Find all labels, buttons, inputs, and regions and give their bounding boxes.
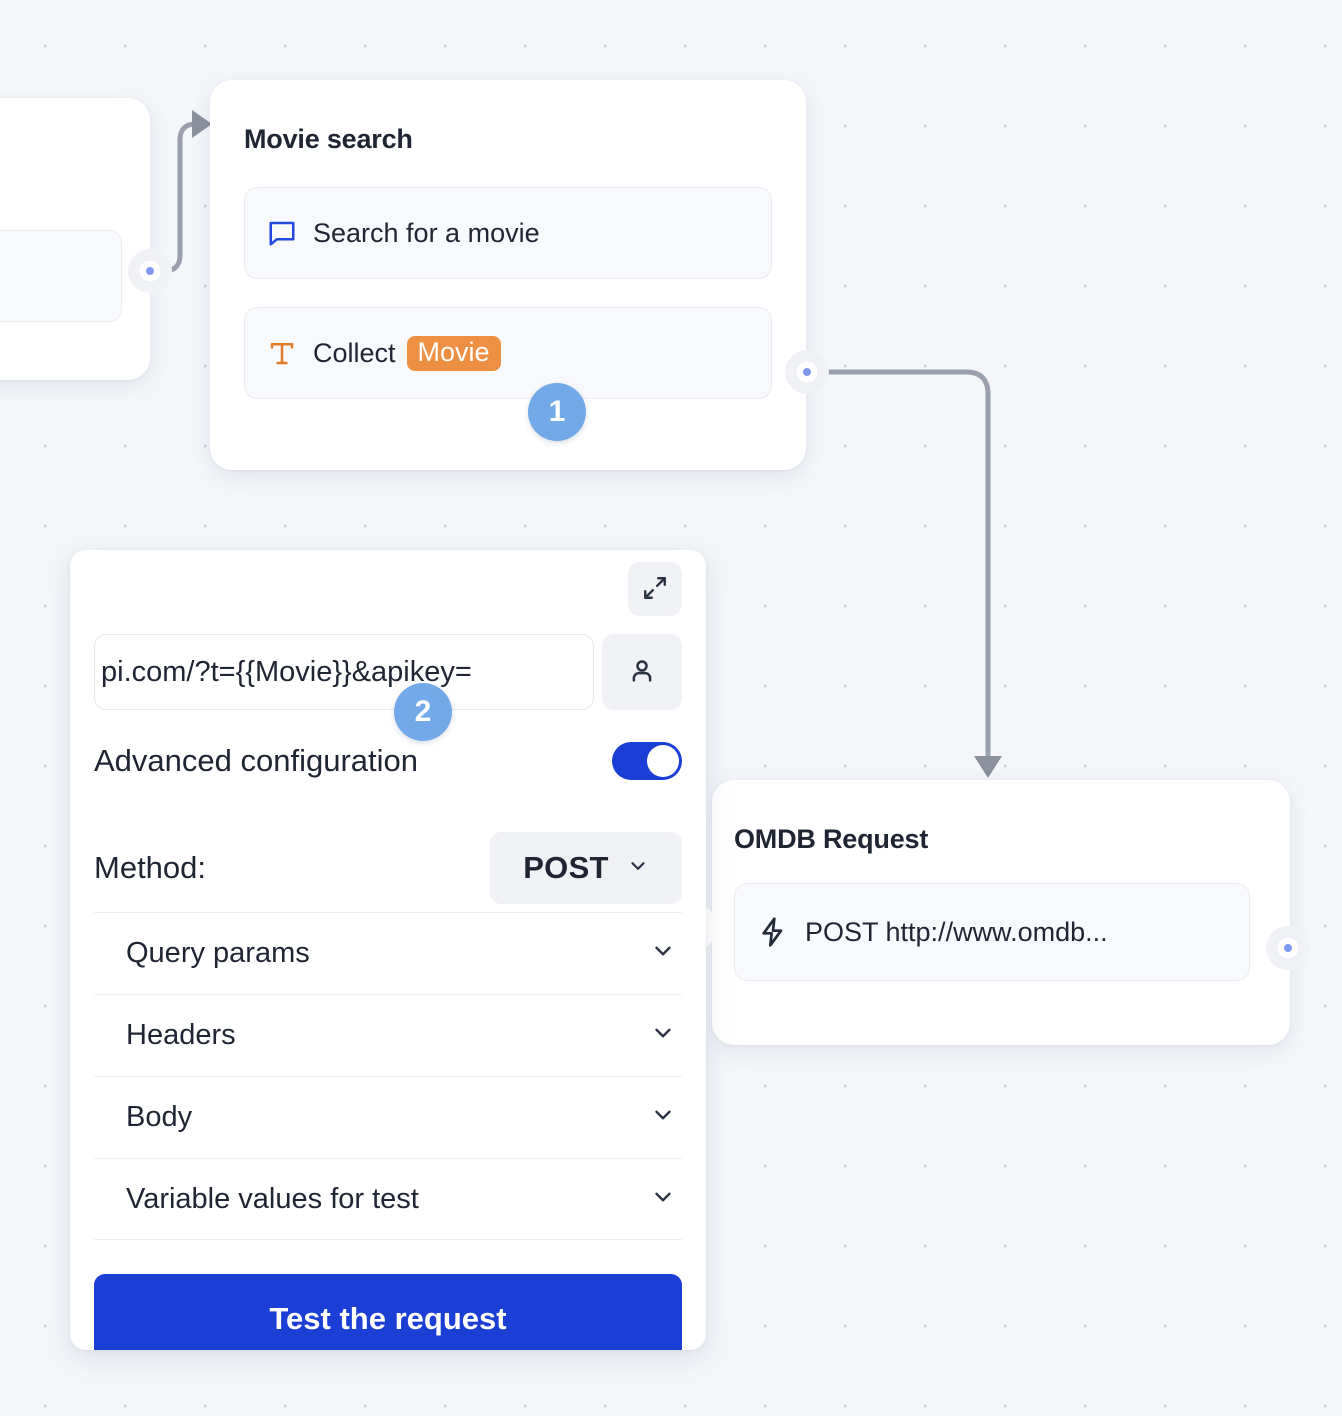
test-the-request-button[interactable]: Test the request [94,1274,682,1350]
request-url-input[interactable]: pi.com/?t={{Movie}}&apikey= [94,634,594,710]
movie-search-row-collect-label: Collect Movie [313,335,501,371]
upstream-node-row[interactable] [0,230,122,322]
advanced-configuration-label: Advanced configuration [94,743,419,778]
movie-search-title: Movie search [244,124,413,154]
chevron-down-icon [650,1184,676,1215]
request-url-row[interactable]: pi.com/?t={{Movie}}&apikey= [94,634,682,710]
chevron-down-icon [650,1020,676,1051]
connector-port-omdb-output[interactable] [1266,926,1310,970]
collect-text: Collect [313,337,396,368]
expand-panel-button[interactable] [628,562,682,616]
section-variable-values-for-test[interactable]: Variable values for test [94,1158,682,1240]
section-headers-label: Headers [126,1019,236,1051]
movie-search-row-search[interactable]: Search for a movie [244,187,772,279]
advanced-configuration-toggle[interactable] [612,742,682,780]
omdb-request-row-label: POST http://www.omdb... [805,916,1108,947]
chevron-down-icon [650,938,676,969]
section-body-label: Body [126,1101,193,1133]
step-badge-2: 2 [394,683,452,741]
method-value: POST [523,850,609,885]
movie-search-row-collect[interactable]: Collect Movie [244,307,772,399]
chevron-down-icon [627,855,649,882]
advanced-configuration-row[interactable]: Advanced configuration [94,742,682,780]
section-variable-values-for-test-label: Variable values for test [126,1182,419,1215]
omdb-request-node-card[interactable]: OMDB Request POST http://www.omdb... [698,780,1290,1045]
section-headers[interactable]: Headers [94,994,682,1076]
step-badge-1: 1 [528,383,586,441]
chevron-down-icon [650,1102,676,1133]
request-url-value: pi.com/?t={{Movie}}&apikey= [101,655,472,688]
connector-port-upstream-output[interactable] [128,249,172,293]
method-select[interactable]: POST [490,832,682,904]
text-type-icon [267,338,297,368]
auth-user-button[interactable] [602,634,682,710]
section-query-params-label: Query params [126,937,310,969]
chat-bubble-icon [267,218,297,248]
omdb-request-title: OMDB Request [734,824,929,854]
method-row[interactable]: Method: POST [94,832,682,904]
section-body[interactable]: Body [94,1076,682,1158]
expand-diagonal-icon [642,575,668,604]
omdb-request-row[interactable]: POST http://www.omdb... [734,883,1250,981]
lightning-bolt-icon [757,916,789,948]
upstream-node-card[interactable] [0,98,150,380]
variable-chip-movie[interactable]: Movie [406,335,501,371]
request-config-panel[interactable]: pi.com/?t={{Movie}}&apikey= Advanced con… [70,550,706,1350]
config-sections-list: Query params Headers Body [94,912,682,1240]
connector-port-movie-search-output[interactable] [785,350,829,394]
movie-search-node-card[interactable]: Movie search Search for a movie Collect … [210,80,806,470]
method-label: Method: [94,850,207,885]
person-icon [627,656,657,689]
section-query-params[interactable]: Query params [94,912,682,994]
movie-search-row-search-label: Search for a movie [313,217,540,248]
